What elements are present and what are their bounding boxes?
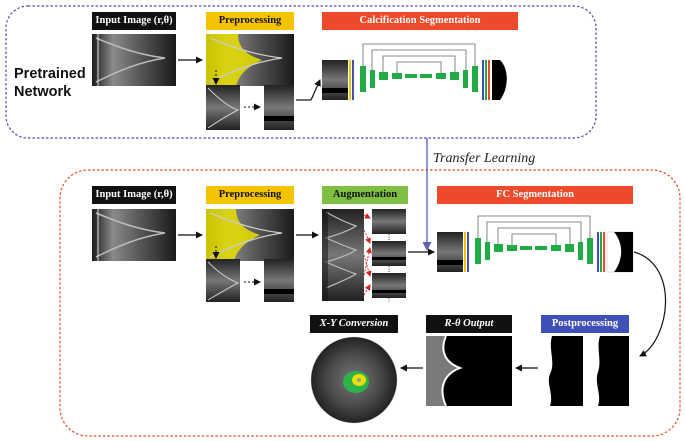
arrow-seg-to-post (633, 251, 667, 357)
fc-frame (59, 169, 681, 437)
pretrained-network-line2: Network (14, 84, 72, 100)
pretrained-network-line1: Pretrained (14, 66, 86, 82)
transfer-learning-text: Transfer Learning (433, 151, 535, 166)
label-fc-segmentation: FC Segmentation (437, 186, 633, 204)
crop-image-top-right (264, 85, 294, 130)
augmentation-arrows (363, 213, 390, 302)
xy-conversion-image (310, 336, 398, 424)
input-image-bottom (92, 209, 176, 261)
input-image-top (92, 34, 176, 86)
label-input-image-bottom: Input Image (r,θ) (92, 186, 176, 204)
label-input-image-top: Input Image (r,θ) (92, 12, 176, 30)
label-preprocessing-bottom: Preprocessing (206, 186, 294, 204)
fc-unet (437, 215, 634, 273)
preprocessing-image-top (206, 34, 294, 86)
label-r-theta-output: R-θ Output (426, 315, 512, 333)
arrow-pre-to-seg-top-2 (310, 79, 321, 101)
augmentation-strip (322, 209, 364, 301)
label-xy-conversion: X-Y Conversion (310, 315, 398, 333)
label-augmentation: Augmentation (322, 186, 408, 204)
preprocessing-image-bottom (206, 209, 294, 261)
postprocessing-images (541, 336, 629, 406)
label-calcification-segmentation: Calcification Segmentation (322, 12, 518, 30)
crop-image-bottom-left (206, 259, 240, 302)
label-preprocessing-top: Preprocessing (206, 12, 294, 30)
r-theta-output-image (426, 335, 512, 407)
crop-image-top-left (206, 85, 240, 130)
calcification-unet (322, 43, 518, 100)
augmented-crops (372, 209, 406, 298)
label-postprocessing: Postprocessing (541, 315, 629, 333)
crop-image-bottom-right (264, 259, 294, 302)
